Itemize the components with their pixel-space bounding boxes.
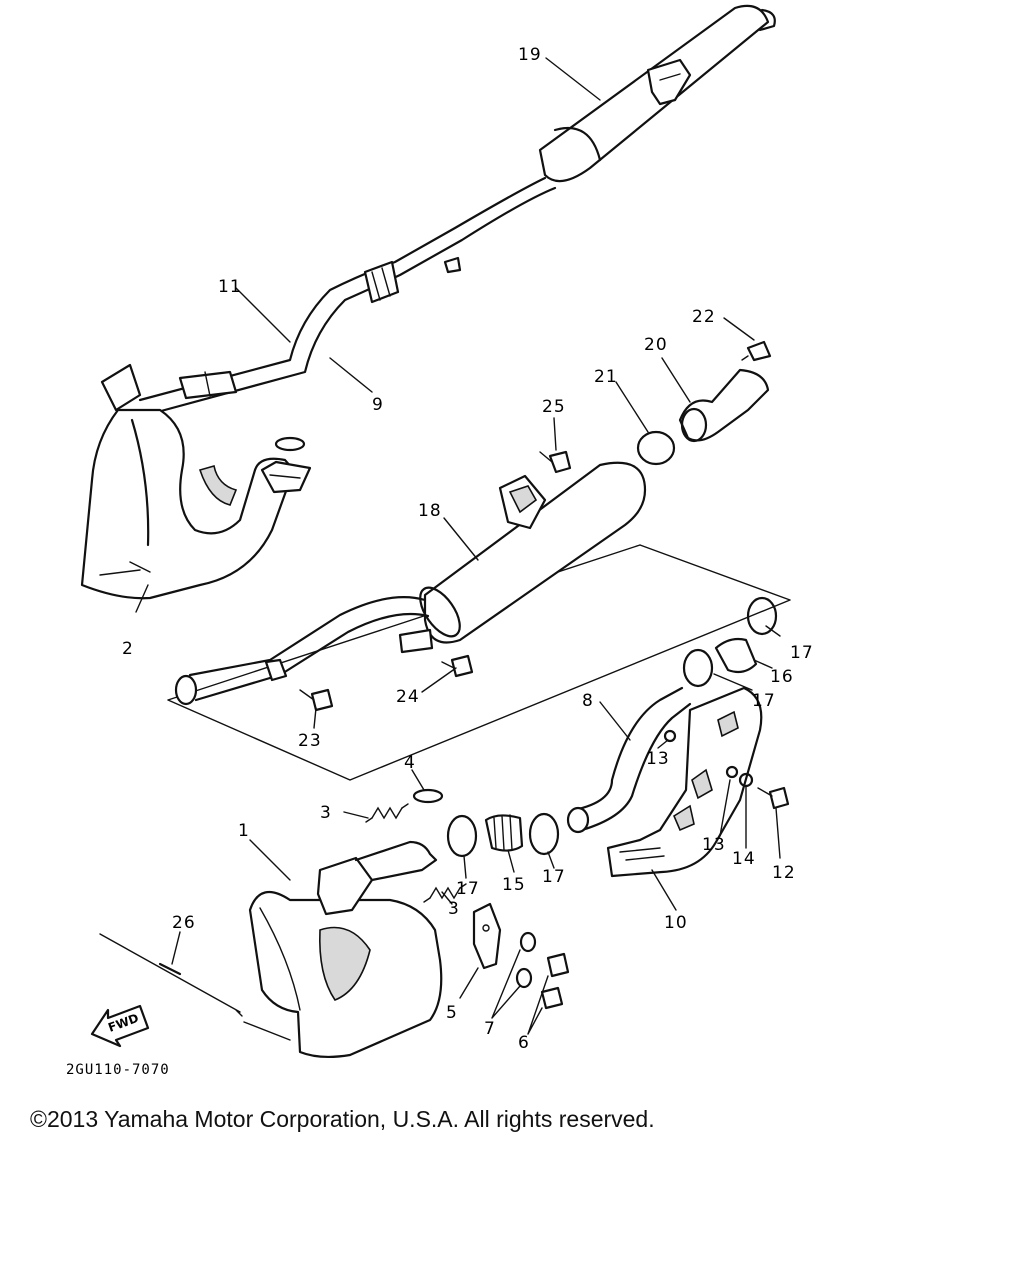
callout-1: 1 [238, 821, 250, 841]
callout-12: 12 [772, 863, 796, 883]
callout-10: 10 [664, 913, 688, 933]
callout-15: 15 [502, 875, 526, 895]
callout-17a: 17 [790, 643, 814, 663]
callout-24: 24 [396, 687, 420, 707]
callout-21: 21 [594, 367, 618, 387]
callout-17d: 17 [542, 867, 566, 887]
part-26-cable [99, 933, 243, 1017]
callout-20: 20 [644, 335, 668, 355]
part-8-pipe-lower [566, 686, 692, 834]
leader-lines [135, 57, 781, 1035]
exhaust-exploded-diagram: FWD 19 11 9 [66, 4, 814, 1078]
callout-2: 2 [122, 639, 134, 659]
part-22-bolt [741, 340, 772, 362]
part-12-bolt [757, 786, 790, 810]
callout-25: 25 [542, 397, 566, 417]
part-17-clamp-d [746, 596, 778, 636]
guide-line [243, 1021, 291, 1041]
part-5-bracket [472, 902, 502, 970]
part-18-exhaust-pipe-middle [174, 596, 430, 706]
callout-3a: 3 [320, 803, 332, 823]
fwd-arrow-icon: FWD [90, 1004, 150, 1048]
copyright-notice: ©2013 Yamaha Motor Corporation, U.S.A. A… [30, 1106, 655, 1132]
part-7-washer-b [515, 967, 533, 989]
part-20-end-cap [678, 368, 770, 443]
callout-17c: 17 [456, 879, 480, 899]
callout-13a: 13 [646, 749, 670, 769]
part-6-bolt-a [546, 952, 570, 978]
callout-9: 9 [372, 395, 384, 415]
assembly-panel-outline [167, 544, 791, 781]
callout-13b: 13 [702, 835, 726, 855]
callout-26: 26 [172, 913, 196, 933]
part-18-silencer-middle [398, 461, 647, 654]
part-13-washer-a [663, 729, 677, 743]
part-6-bolt-b [540, 986, 564, 1010]
callout-11: 11 [218, 277, 242, 297]
part-13-washer-b [725, 765, 739, 779]
part-21-gasket [636, 430, 676, 466]
callout-16: 16 [770, 667, 794, 687]
callout-14: 14 [732, 849, 756, 869]
callout-8: 8 [582, 691, 594, 711]
part-24-bolt [441, 654, 474, 678]
part-16-sleeve [714, 637, 758, 674]
part-3-spring-upper [365, 803, 409, 823]
callout-17b: 17 [752, 691, 776, 711]
part-17-clamp-b [528, 812, 560, 856]
part-25-bolt [539, 450, 572, 474]
part-23-bolt [299, 688, 334, 712]
callout-labels: 19 11 9 2 22 20 21 25 18 17 16 17 24 23 … [122, 45, 814, 1053]
callout-7: 7 [484, 1019, 496, 1039]
callout-5: 5 [446, 1003, 458, 1023]
part-3-spring-lower [423, 883, 467, 903]
part-7-washer-a [519, 931, 537, 953]
part-1-expansion-chamber-lower [248, 840, 443, 1059]
part-10-heat-guard [606, 686, 763, 878]
callout-4: 4 [404, 753, 416, 773]
part-15-joint [484, 814, 524, 852]
part-2-expansion-chamber-upper [80, 408, 312, 600]
part-17-clamp-a [446, 814, 478, 858]
callout-3b: 3 [448, 899, 460, 919]
callout-18: 18 [418, 501, 442, 521]
part-17-clamp-c [682, 648, 714, 688]
diagram-part-code: 2GU110-7070 [66, 1062, 170, 1078]
part-9-11-exhaust-pipe-upper [100, 176, 557, 416]
callout-23: 23 [298, 731, 322, 751]
part-19-silencer-upper [538, 4, 776, 183]
callout-6: 6 [518, 1033, 530, 1053]
part-4-o-ring [412, 788, 444, 804]
callout-22: 22 [692, 307, 716, 327]
callout-19: 19 [518, 45, 542, 65]
